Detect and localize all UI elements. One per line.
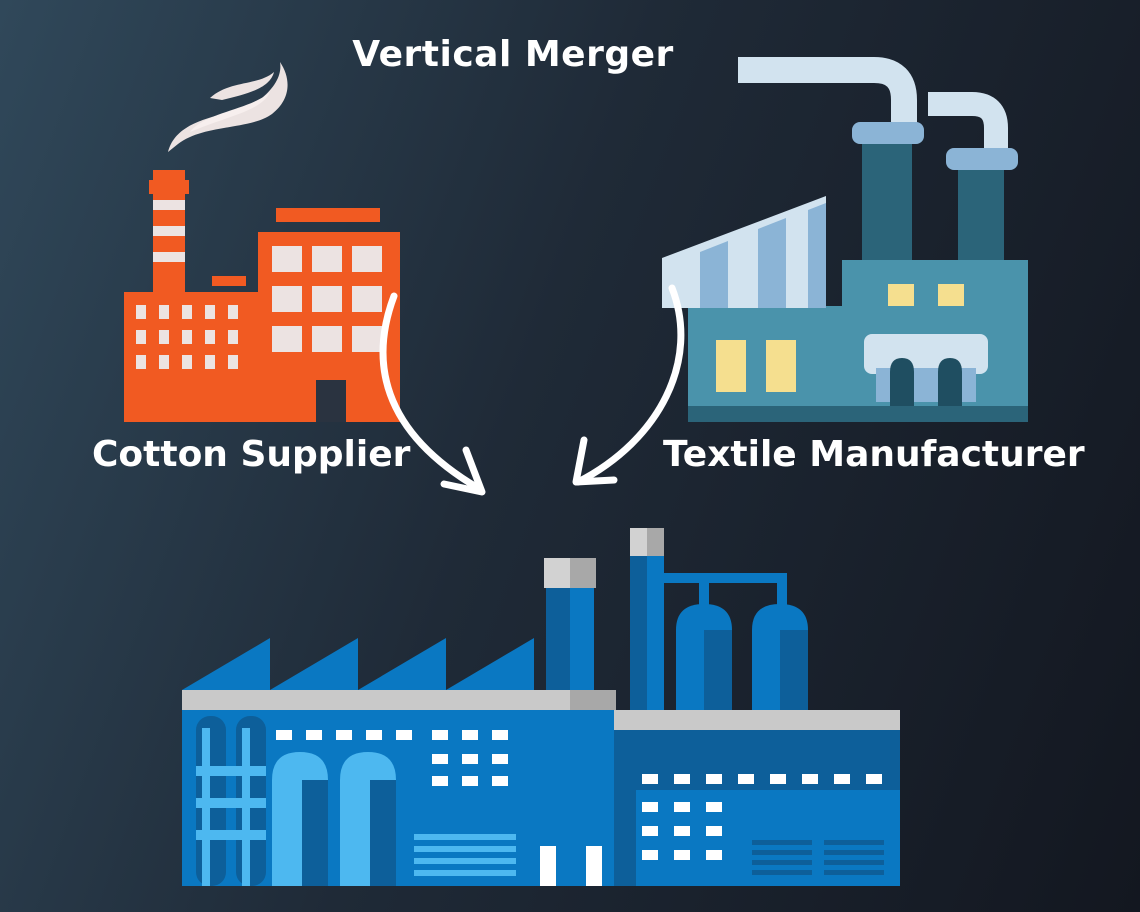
teal-factory-icon	[662, 57, 1028, 422]
orange-factory-icon	[124, 62, 400, 422]
blue-industrial-plant-icon	[182, 528, 900, 886]
cotton-supplier-label: Cotton Supplier	[92, 434, 411, 475]
diagram-title: Vertical Merger	[352, 34, 674, 75]
curved-arrow-icon	[572, 284, 685, 486]
textile-manufacturer-label: Textile Manufacturer	[663, 434, 1085, 475]
curved-arrow-icon	[379, 292, 486, 496]
smoke-icon	[168, 62, 288, 152]
